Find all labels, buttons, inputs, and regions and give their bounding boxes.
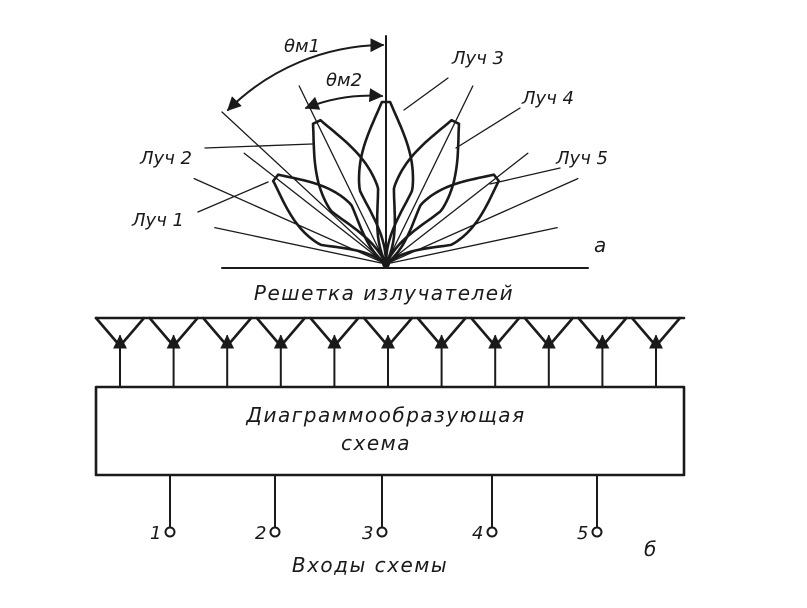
angle-m1-label: θм1 [284,36,320,57]
beam-pattern: θм1 θм2 Луч 1 Луч 2 Луч 3 Луч 4 Луч 5 а [131,35,608,269]
angle-m2-label: θм2 [326,70,362,91]
leader-beam-1 [197,181,269,213]
beam-lobe-1 [271,173,388,266]
beam-direction-lines [193,61,579,265]
beam-lobes [271,100,501,266]
beamforming-network-box [94,385,686,477]
beam-5-label: Луч 5 [555,148,608,169]
input-5: 5 [577,474,603,544]
antenna-element-10 [577,316,628,387]
antenna-element-2 [148,316,199,387]
inputs-label: Входы схемы [292,553,448,577]
leader-beam-5 [489,167,561,185]
input-number: 3 [362,523,373,544]
reference-line-4 [385,226,558,265]
input-terminal [164,526,176,538]
antenna-element-11 [630,316,682,387]
beam-direction-5 [385,152,529,265]
bfn-title-line1: Диаграммообразующая [245,403,525,427]
beam-lobe-4 [384,118,461,266]
input-terminal [376,526,388,538]
input-2: 2 [255,474,281,544]
input-terminal [486,526,498,538]
input-number: 4 [472,523,483,544]
beam-lobe-2 [311,118,388,266]
part-a-label: а [594,233,608,257]
beam-4-label: Луч 4 [521,88,574,109]
antenna-element-5 [309,316,360,387]
angle-arc-m1 [227,38,385,111]
antenna-elements [94,316,682,387]
input-4: 4 [472,474,498,544]
input-1: 1 [150,474,176,544]
reference-line-3 [214,226,387,265]
beam-1-label: Луч 1 [131,210,184,231]
antenna-element-4 [255,316,307,387]
antenna-element-9 [523,316,575,387]
beam-direction-2 [298,85,387,265]
beam-2-label: Луч 2 [139,148,192,169]
beam-lobe-5 [384,173,501,266]
leader-beam-2 [204,143,313,149]
bfn-title-line2: схема [341,431,411,455]
antenna-element-8 [469,316,521,387]
leader-beam-4 [455,107,521,149]
antenna-element-7 [416,316,467,387]
beam-direction-1 [243,152,387,265]
antenna-element-1 [94,316,146,387]
antenna-element-6 [362,316,414,387]
beam-3-label: Луч 3 [451,48,504,69]
leader-beam-3 [403,77,449,111]
beam-lobe-3 [357,100,415,266]
circuit-inputs: 1 2 3 4 5 [150,474,603,544]
input-terminal [591,526,603,538]
input-3: 3 [362,474,388,544]
scan-limit-line [221,111,387,265]
array-phase-center [382,260,390,268]
input-number: 2 [255,523,266,544]
input-number: 1 [150,523,161,544]
antenna-element-3 [201,316,253,387]
radiator-array-label: Решетка излучателей [254,281,514,305]
input-number: 5 [577,523,588,544]
beam-direction-4 [385,85,474,265]
angle-arc-m2 [304,88,384,110]
part-b-label: б [644,537,658,561]
input-terminal [269,526,281,538]
